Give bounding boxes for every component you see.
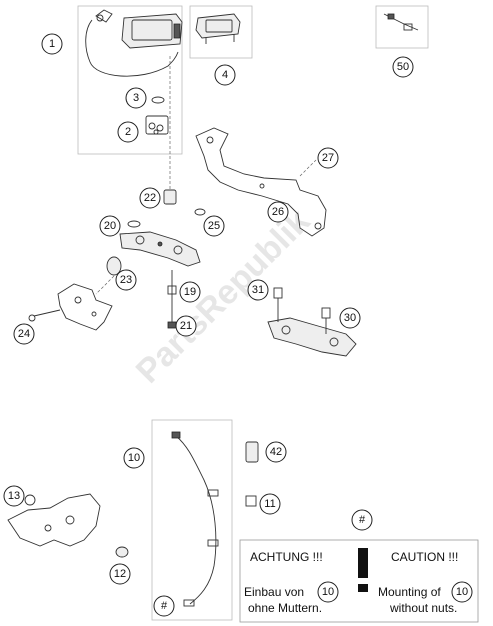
svg-text:#: # bbox=[359, 514, 366, 526]
lower-clamp bbox=[267, 317, 357, 357]
part-2-fastener-set bbox=[145, 115, 169, 135]
callout-11[interactable]: 11 bbox=[259, 493, 281, 515]
svg-text:10: 10 bbox=[456, 586, 468, 598]
part-4-box bbox=[189, 5, 253, 59]
part-10-cable bbox=[171, 431, 219, 607]
callout-31[interactable]: 31 bbox=[247, 279, 269, 301]
part-13-sensor-bracket bbox=[7, 493, 101, 547]
svg-text:1: 1 bbox=[49, 38, 55, 50]
callout-1[interactable]: 1 bbox=[41, 33, 63, 55]
svg-text:31: 31 bbox=[252, 284, 264, 296]
svg-text:4: 4 bbox=[222, 69, 228, 81]
svg-text:22: 22 bbox=[144, 192, 156, 204]
svg-text:50: 50 bbox=[397, 61, 409, 73]
callout-hash-bottom[interactable]: # bbox=[153, 595, 175, 617]
speedometer-unit bbox=[85, 9, 183, 77]
svg-text:20: 20 bbox=[104, 220, 116, 232]
speedometer-kit-box bbox=[77, 5, 183, 155]
notice-en-ref-callout[interactable]: 10 bbox=[451, 581, 473, 603]
leader-line bbox=[299, 159, 317, 177]
leader-line bbox=[95, 275, 115, 295]
svg-text:42: 42 bbox=[270, 446, 282, 458]
callout-hash-top[interactable]: # bbox=[351, 509, 373, 531]
part-3-washer bbox=[151, 96, 165, 104]
part-42-clip bbox=[245, 441, 259, 463]
svg-text:3: 3 bbox=[133, 92, 139, 104]
part-50-sensor bbox=[383, 13, 419, 31]
callout-20[interactable]: 20 bbox=[99, 215, 121, 237]
svg-text:26: 26 bbox=[272, 206, 284, 218]
warning-notice: # ACHTUNG !!! CAUTION !!! Einbau von 10 … bbox=[239, 509, 479, 623]
part-12-rubber bbox=[115, 546, 129, 558]
svg-text:10: 10 bbox=[322, 586, 334, 598]
callout-26[interactable]: 26 bbox=[267, 201, 289, 223]
svg-text:25: 25 bbox=[208, 220, 220, 232]
svg-text:#: # bbox=[161, 600, 168, 612]
part-11-nut bbox=[245, 495, 257, 507]
callout-24[interactable]: 24 bbox=[13, 323, 35, 345]
part-10-box bbox=[151, 419, 233, 621]
svg-text:13: 13 bbox=[8, 490, 20, 502]
callout-2[interactable]: 2 bbox=[117, 121, 139, 143]
notice-en-title: CAUTION !!! bbox=[391, 550, 458, 564]
callout-27[interactable]: 27 bbox=[317, 147, 339, 169]
part-20-ring bbox=[127, 220, 141, 228]
svg-text:23: 23 bbox=[120, 274, 132, 286]
part-24-headlight-bracket bbox=[28, 283, 113, 331]
callout-22[interactable]: 22 bbox=[139, 187, 161, 209]
svg-text:11: 11 bbox=[264, 498, 275, 510]
part-4-display-unit bbox=[195, 13, 241, 44]
callout-13[interactable]: 13 bbox=[3, 485, 25, 507]
callout-21[interactable]: 21 bbox=[175, 315, 197, 337]
part-26-bracket bbox=[195, 127, 327, 237]
callout-25[interactable]: 25 bbox=[203, 215, 225, 237]
svg-text:10: 10 bbox=[128, 452, 140, 464]
svg-text:21: 21 bbox=[180, 320, 192, 332]
notice-de-ref-callout[interactable]: 10 bbox=[317, 581, 339, 603]
svg-text:12: 12 bbox=[114, 568, 126, 580]
callout-12[interactable]: 12 bbox=[109, 563, 131, 585]
callout-4[interactable]: 4 bbox=[214, 64, 236, 86]
callout-23[interactable]: 23 bbox=[115, 269, 137, 291]
part-23-rubber-mount bbox=[106, 256, 122, 276]
callout-10[interactable]: 10 bbox=[123, 447, 145, 469]
svg-text:2: 2 bbox=[125, 126, 131, 138]
exclamation-icon bbox=[358, 548, 368, 592]
callout-19[interactable]: 19 bbox=[179, 281, 201, 303]
notice-de-line1: Einbau von bbox=[244, 585, 304, 599]
part-22-rubber-bush bbox=[163, 189, 177, 205]
svg-text:24: 24 bbox=[18, 328, 30, 340]
part-30-bolt bbox=[321, 307, 331, 334]
part-25-washer bbox=[194, 208, 206, 216]
notice-en-line1: Mounting of bbox=[378, 585, 441, 599]
svg-text:19: 19 bbox=[184, 286, 196, 298]
notice-en-line2: without nuts. bbox=[389, 601, 457, 615]
callout-3[interactable]: 3 bbox=[125, 87, 147, 109]
svg-text:30: 30 bbox=[344, 312, 356, 324]
callout-30[interactable]: 30 bbox=[339, 307, 361, 329]
callout-50[interactable]: 50 bbox=[392, 56, 414, 78]
svg-text:27: 27 bbox=[322, 152, 334, 164]
notice-box bbox=[239, 539, 479, 623]
notice-de-title: ACHTUNG !!! bbox=[250, 550, 323, 564]
callout-42[interactable]: 42 bbox=[265, 441, 287, 463]
part-50-box bbox=[375, 5, 429, 49]
main-triple-clamp bbox=[119, 231, 201, 267]
part-31-bolt bbox=[273, 287, 283, 322]
notice-de-line2: ohne Muttern. bbox=[248, 601, 322, 615]
